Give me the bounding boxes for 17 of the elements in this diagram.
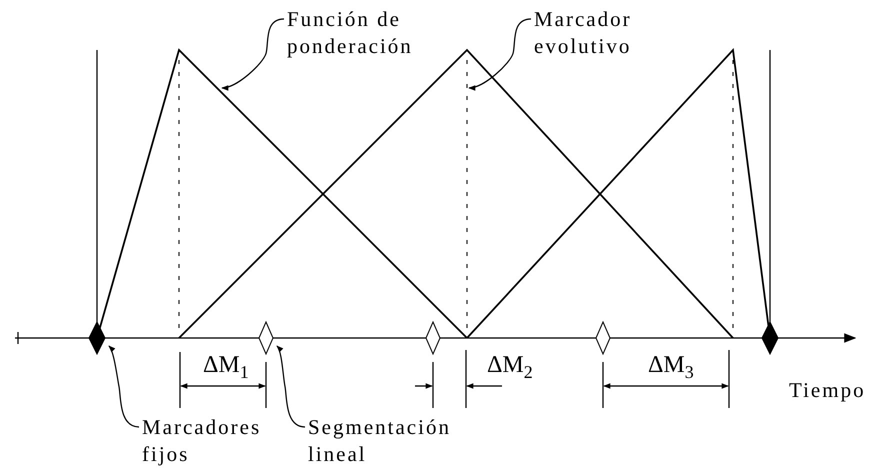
marker-diamond (595, 320, 611, 356)
marker-diamond (761, 320, 779, 356)
callout-text: Función de ponderación (287, 6, 437, 60)
marker-diamond (88, 320, 106, 356)
callout-text: Segmentación lineal (308, 414, 478, 468)
callout-text: Marcadores fijos (142, 414, 282, 468)
delta-label: ΔM$_{2}$ (487, 352, 533, 384)
delta-label: ΔM$_{1}$ (203, 352, 249, 384)
leader-line (276, 345, 306, 428)
leader-line (468, 18, 532, 90)
leader-line (221, 18, 284, 90)
marker-diamond (425, 320, 441, 356)
delta-label: ΔM$_{3}$ (648, 352, 694, 384)
marker-diamond (258, 320, 274, 356)
leader-line (108, 345, 140, 428)
axis-label: Tiempo (789, 378, 866, 403)
callout-text: Marcador evolutivo (534, 6, 664, 60)
